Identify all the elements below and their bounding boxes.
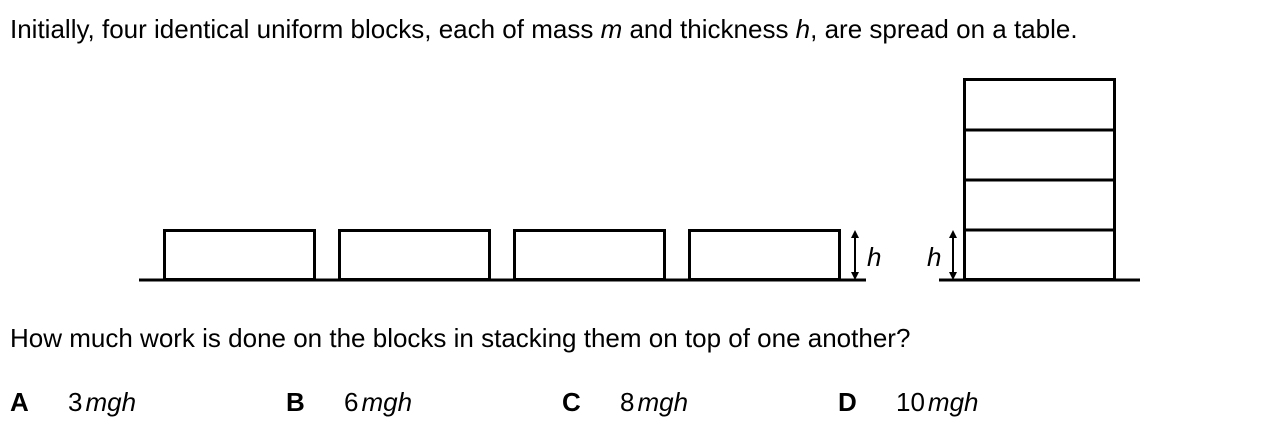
option-c-letter: C [562,387,581,417]
option-b-number: 6 [344,387,359,417]
question-prompt: How much work is done on the blocks in s… [10,323,911,353]
thickness-label-left: h [867,242,881,272]
spread-block-4 [688,229,841,281]
stem-part-1: Initially, four identical uniform blocks… [10,14,601,44]
option-d-letter: D [838,387,857,417]
option-c-symbol: mgh [637,387,689,417]
stem-var-h: h [795,14,811,44]
option-c-number: 8 [620,387,635,417]
spread-block-2 [338,229,491,281]
option-d-symbol: mgh [927,387,979,417]
option-a-number: 3 [68,387,83,417]
spread-block-1 [163,229,316,281]
option-a-symbol: mgh [85,387,137,417]
stem-part-2: and thickness [622,14,796,44]
stem-part-3: , are spread on a table. [810,14,1078,44]
stem-var-m: m [600,14,623,44]
thickness-label-right: h [927,242,941,272]
spread-block-3 [513,229,666,281]
option-b-symbol: mgh [361,387,413,417]
option-d-number: 10 [896,387,925,417]
option-a-letter: A [10,387,29,417]
question-stem: Initially, four identical uniform blocks… [10,14,1078,44]
blocks-figure: h h [139,78,1140,282]
option-b-letter: B [286,387,305,417]
